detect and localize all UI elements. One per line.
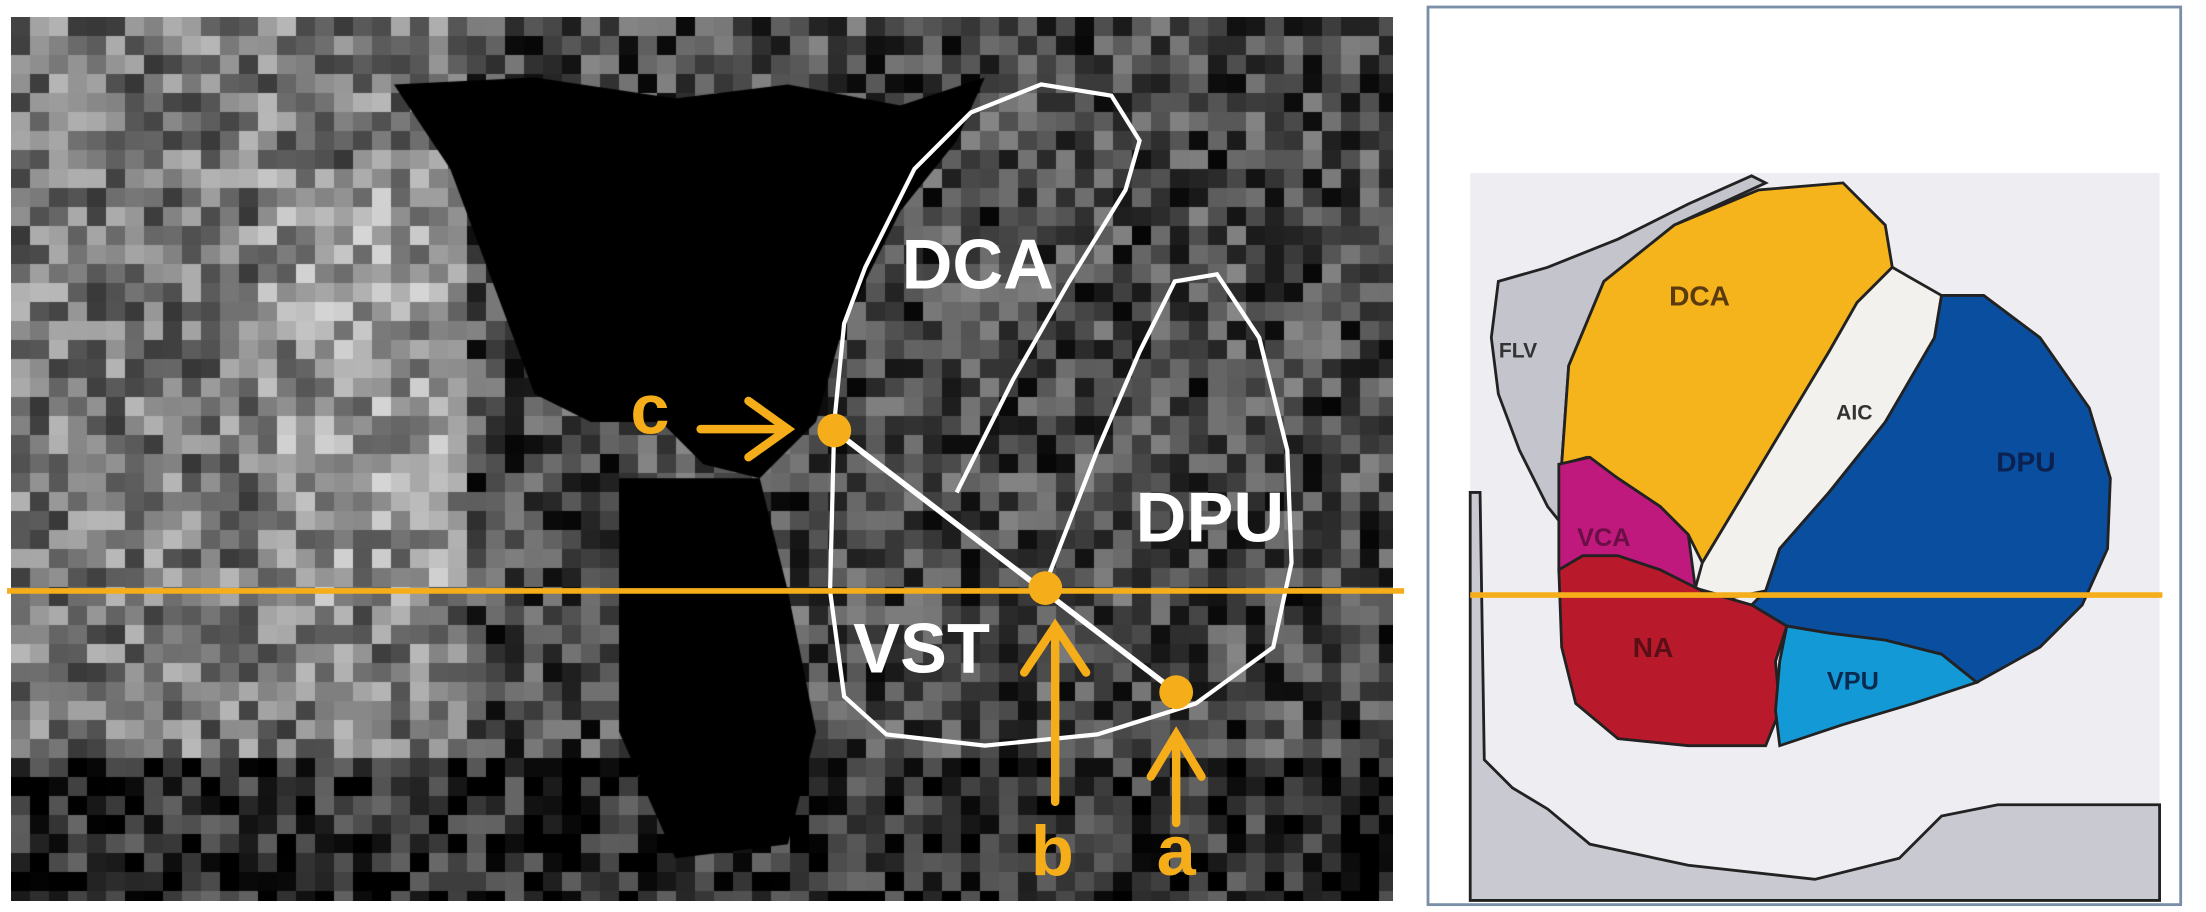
point-a-dot bbox=[1159, 675, 1194, 710]
atlas-label-dpu: DPU bbox=[1996, 446, 2055, 477]
tissue-gray-band bbox=[1468, 491, 2161, 902]
c-to-a-line bbox=[832, 428, 1178, 695]
atlas-label-aic: AIC bbox=[1836, 401, 1872, 424]
right-panel: DCA FLV AIC DPU VCA NA VPU bbox=[1426, 5, 2183, 907]
arrow-c-icon bbox=[696, 396, 796, 462]
point-c-dot bbox=[817, 413, 852, 448]
label-point-c: c bbox=[630, 369, 669, 448]
label-vst: VST bbox=[853, 608, 990, 687]
left-panel: DCA DPU VST c b a bbox=[7, 82, 1405, 890]
striatum-outline bbox=[827, 272, 1294, 748]
atlas-label-vca: VCA bbox=[1577, 524, 1630, 552]
region-vpu bbox=[1774, 624, 1980, 748]
arrow-a-icon bbox=[1146, 726, 1206, 828]
region-na bbox=[1557, 554, 1789, 748]
label-point-a: a bbox=[1157, 811, 1197, 890]
label-point-b: b bbox=[1031, 811, 1074, 890]
arrow-b-icon bbox=[1020, 618, 1091, 807]
label-dpu: DPU bbox=[1136, 478, 1285, 557]
atlas-label-na: NA bbox=[1633, 632, 1674, 663]
atlas-label-dca: DCA bbox=[1669, 280, 1730, 311]
atlas-label-flv: FLV bbox=[1499, 339, 1537, 362]
dca-outline bbox=[832, 82, 1142, 494]
atlas-label-vpu: VPU bbox=[1827, 667, 1879, 695]
point-b-dot bbox=[1028, 571, 1063, 605]
label-dca: DCA bbox=[902, 224, 1054, 303]
